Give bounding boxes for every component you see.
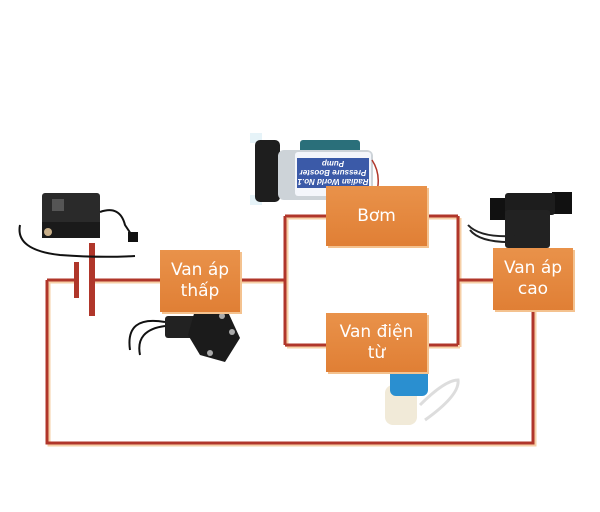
battery-long-plate — [89, 243, 95, 316]
high-pressure-valve-label-1: Van áp — [503, 258, 563, 278]
solenoid-valve-label-2: từ — [367, 342, 386, 363]
low-pressure-switch-image — [128, 310, 240, 362]
pump-label-print: Radian World No.1 Pressure Booster Pump — [297, 159, 369, 187]
high-pressure-switch-image — [467, 192, 572, 248]
battery-short-plate — [74, 262, 79, 298]
high-pressure-valve-label-2: cao — [517, 279, 549, 299]
pump-box: Bơm — [326, 186, 427, 246]
return-wire — [45, 280, 535, 445]
solenoid-valve-label-1: Van điện — [339, 321, 414, 342]
power-adapter-image — [18, 193, 138, 258]
low-pressure-valve-label-2: thấp — [180, 281, 220, 301]
low-pressure-valve-label-1: Van áp — [170, 260, 230, 280]
pump-label: Bơm — [357, 206, 396, 226]
